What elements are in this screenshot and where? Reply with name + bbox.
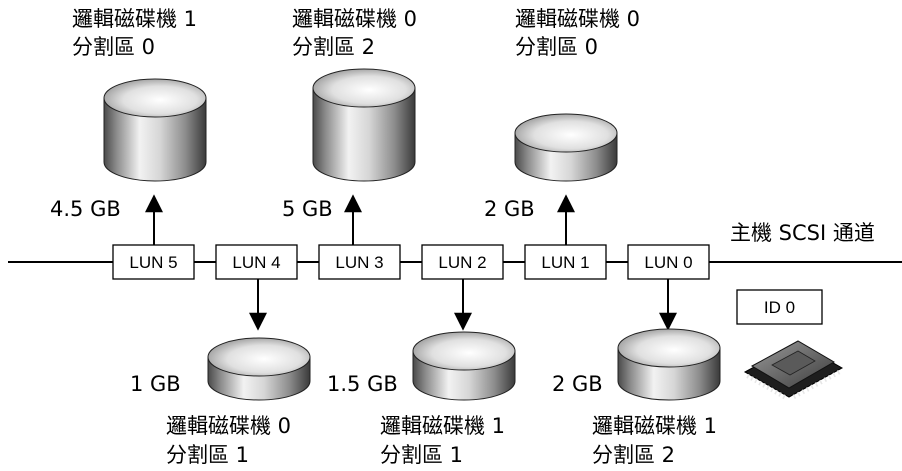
chip-pin <box>797 391 801 397</box>
disk-size: 2 GB <box>552 372 603 396</box>
drive-label: 邏輯磁碟機 1 <box>72 7 197 31</box>
disk-lun4 <box>207 337 311 401</box>
lun-box-5: LUN 5 <box>112 244 195 280</box>
disk-top <box>412 331 516 371</box>
partition-label: 分割區 2 <box>592 443 675 467</box>
partition-label: 分割區 0 <box>515 35 598 59</box>
disk-size: 2 GB <box>484 197 535 221</box>
drive-label: 邏輯磁碟機 0 <box>166 414 291 438</box>
chip-pin <box>814 382 819 387</box>
disk-size: 1.5 GB <box>327 372 398 396</box>
chip-pin <box>754 378 758 384</box>
chip-pin <box>836 370 841 375</box>
drive-label: 邏輯磁碟機 0 <box>515 7 640 31</box>
chip-pin <box>828 374 832 380</box>
disk-top <box>103 78 207 118</box>
disk-lun1 <box>514 113 618 182</box>
disk-cylinder-icon <box>103 97 207 182</box>
disk-lun5 <box>103 78 207 182</box>
chip-core <box>771 350 816 376</box>
disk-size: 4.5 GB <box>50 197 121 221</box>
lun-label: LUN 3 <box>335 253 383 272</box>
disk-lun0 <box>617 328 721 401</box>
chip-pin <box>766 385 770 390</box>
lun-label: LUN 0 <box>644 253 692 272</box>
chip-pin <box>805 386 810 392</box>
lun-label: LUN 1 <box>541 253 589 272</box>
host-id-box: ID 0 <box>736 289 823 325</box>
chip-pin <box>823 377 828 383</box>
partition-label: 分割區 1 <box>166 443 249 467</box>
chip-pin <box>758 380 762 386</box>
disk-top <box>312 68 416 108</box>
drive-label: 邏輯磁碟機 1 <box>380 414 505 438</box>
bus-label: 主機 SCSI 通道 <box>730 221 875 245</box>
lun-label: LUN 2 <box>438 253 486 272</box>
partition-label: 分割區 0 <box>72 35 155 59</box>
lun-label: LUN 5 <box>129 253 177 272</box>
lun-box-2: LUN 2 <box>421 244 504 280</box>
lun-box-4: LUN 4 <box>215 244 298 280</box>
lun-box-3: LUN 3 <box>318 244 401 280</box>
scsi-chip-icon <box>743 340 844 400</box>
partition-label: 分割區 1 <box>380 443 463 467</box>
chip-pin <box>778 392 782 397</box>
chip-pin <box>792 394 797 399</box>
disk-size: 5 GB <box>282 197 333 221</box>
disk-lun3 <box>312 68 416 182</box>
host-id-label: ID 0 <box>764 298 795 317</box>
chip-pin <box>770 387 774 393</box>
disk-size: 1 GB <box>130 372 181 396</box>
disk-top <box>207 337 311 377</box>
chip-pin <box>801 389 805 395</box>
chip-pin <box>810 384 814 390</box>
chip-pin <box>762 383 766 388</box>
chip-pin <box>782 394 786 400</box>
chip-pin <box>750 376 754 381</box>
chip-pin <box>832 372 836 378</box>
disk-top <box>514 113 618 153</box>
disk-top <box>617 328 721 368</box>
lun-box-1: LUN 1 <box>524 244 607 280</box>
partition-label: 分割區 2 <box>292 35 375 59</box>
drive-label: 邏輯磁碟機 0 <box>292 7 417 31</box>
lun-label: LUN 4 <box>232 253 280 272</box>
drive-label: 邏輯磁碟機 1 <box>592 414 717 438</box>
disk-lun2 <box>412 331 516 401</box>
lun-box-0: LUN 0 <box>627 244 710 280</box>
chip-pin <box>746 373 750 379</box>
chip-pin <box>819 379 823 385</box>
disk-cylinder-icon <box>312 87 416 182</box>
chip-pin <box>774 389 778 395</box>
